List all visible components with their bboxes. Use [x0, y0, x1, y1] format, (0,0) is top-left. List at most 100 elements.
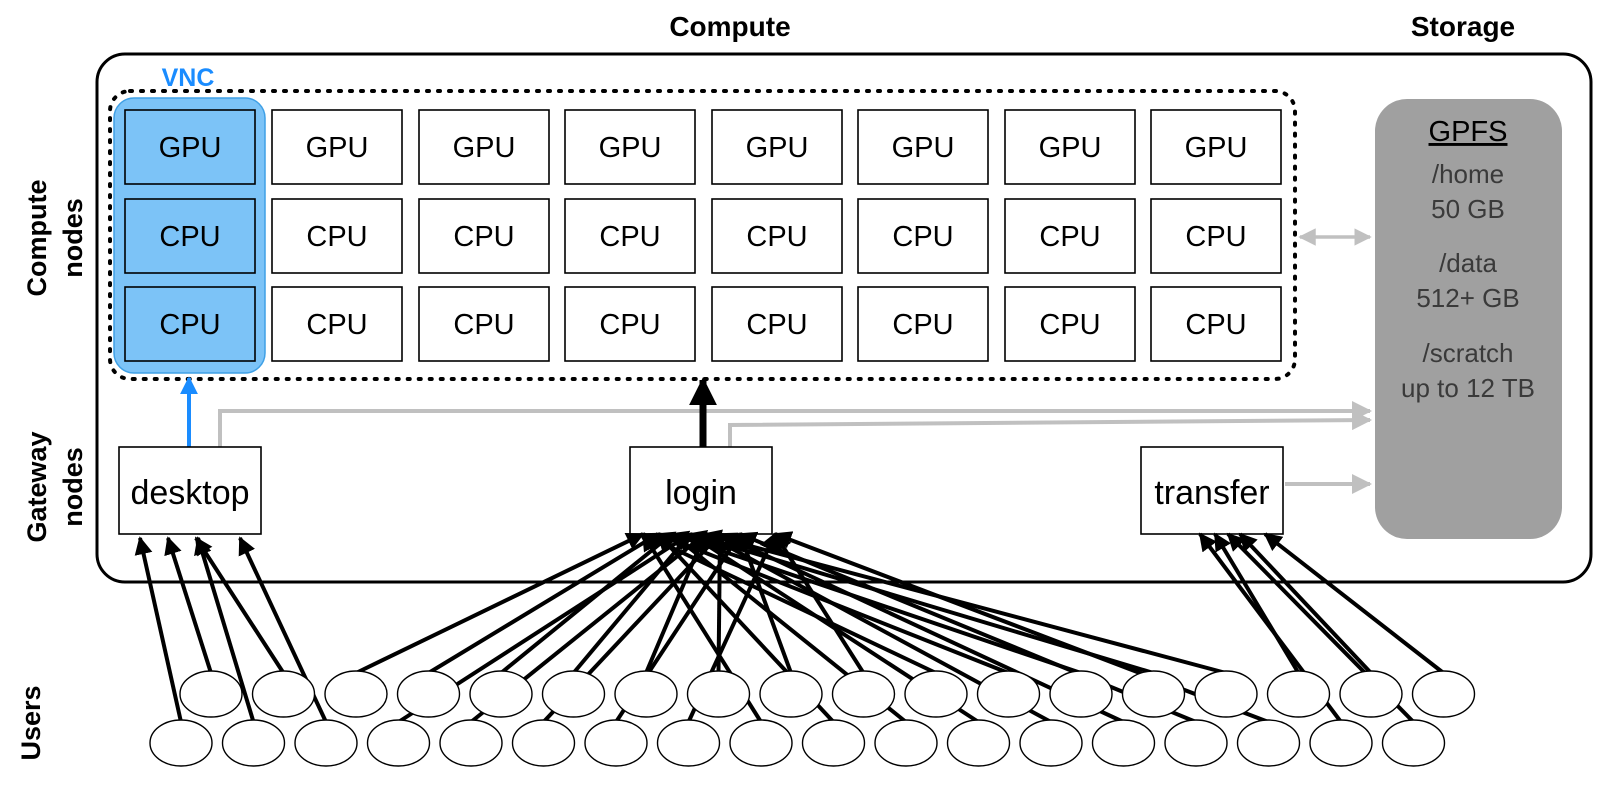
compute-node-label: GPU: [892, 132, 955, 164]
gateway-nodes-label-line2: nodes: [58, 447, 88, 527]
user-node: [221, 719, 286, 767]
user-node: [324, 670, 388, 718]
compute-node: CPU: [124, 198, 256, 274]
user-node: [1381, 719, 1446, 767]
compute-node-label: GPU: [1039, 132, 1102, 164]
user-node: [149, 719, 213, 767]
user-node: [439, 719, 503, 767]
compute-node-label: CPU: [892, 309, 953, 341]
compute-node-box: [857, 198, 989, 274]
user-node: [1164, 719, 1228, 767]
storage-scratch-quota: up to 12 TB: [1401, 373, 1535, 403]
compute-node-box: [1150, 109, 1282, 185]
user-node: [759, 670, 823, 718]
user-node: [366, 719, 431, 767]
gateway-nodes-label-line1: Gateway: [22, 431, 52, 542]
storage-home-quota: 50 GB: [1431, 194, 1505, 224]
login-label: login: [665, 474, 737, 512]
user-node: [294, 719, 358, 767]
user-node: [1266, 670, 1331, 718]
compute-node-label: CPU: [892, 221, 953, 253]
compute-node-box: [418, 286, 550, 362]
compute-node-box: [124, 109, 256, 185]
compute-node-label: CPU: [599, 309, 660, 341]
user-connection-arrow: [1238, 532, 1373, 675]
compute-node-label: CPU: [453, 309, 514, 341]
compute-node-label: CPU: [159, 221, 220, 253]
compute-node: GPU: [857, 109, 989, 185]
user-node: [584, 719, 648, 767]
compute-node: GPU: [711, 109, 843, 185]
compute-node: CPU: [711, 286, 843, 362]
compute-node: GPU: [564, 109, 696, 185]
storage-data-quota: 512+ GB: [1416, 283, 1519, 313]
compute-node-box: [857, 109, 989, 185]
compute-node-label: CPU: [1185, 309, 1246, 341]
user-node: [541, 670, 606, 718]
compute-node: CPU: [271, 286, 403, 362]
user-nodes: [149, 670, 1476, 767]
compute-node-label: CPU: [746, 309, 807, 341]
compute-node-box: [1004, 109, 1136, 185]
compute-node-label: GPU: [1185, 132, 1248, 164]
compute-node-box: [1150, 286, 1282, 362]
compute-node-box: [711, 286, 843, 362]
compute-node-label: CPU: [453, 221, 514, 253]
compute-node-box: [124, 198, 256, 274]
compute-node-label: CPU: [1185, 221, 1246, 253]
user-node: [1121, 670, 1186, 718]
compute-nodes-label-line2: nodes: [58, 198, 88, 278]
compute-node-label: GPU: [746, 132, 809, 164]
compute-node-box: [271, 286, 403, 362]
compute-header: Compute: [669, 11, 790, 42]
vnc-highlight: [113, 97, 266, 374]
compute-node: CPU: [564, 286, 696, 362]
compute-node-label: CPU: [306, 221, 367, 253]
compute-node-label: GPU: [306, 132, 369, 164]
compute-node: CPU: [418, 198, 550, 274]
compute-node: CPU: [271, 198, 403, 274]
user-connection-arrow: [571, 532, 692, 675]
compute-node-box: [564, 286, 696, 362]
storage-header: Storage: [1411, 11, 1515, 42]
user-node: [1194, 670, 1258, 718]
compute-node: GPU: [1004, 109, 1136, 185]
user-connection-arrow: [1263, 532, 1445, 675]
user-connection-arrow: [134, 536, 183, 723]
user-connection-arrow: [164, 536, 213, 674]
compute-node-label: GPU: [159, 132, 222, 164]
compute-node-box: [857, 286, 989, 362]
compute-node-box: [711, 109, 843, 185]
desktop-gateway-node: [118, 446, 262, 535]
compute-node: CPU: [1004, 198, 1136, 274]
compute-node-box: [564, 198, 696, 274]
compute-node-label: GPU: [453, 132, 516, 164]
user-connection-arrow: [194, 536, 286, 675]
compute-node-label: CPU: [159, 309, 220, 341]
compute-node-label: CPU: [1039, 221, 1100, 253]
compute-node-box: [1150, 198, 1282, 274]
compute-node: CPU: [1150, 198, 1282, 274]
compute-nodes-side-label: Compute nodes: [22, 180, 88, 297]
user-connection-arrow: [773, 531, 1270, 724]
user-connection-arrow: [670, 530, 1082, 675]
storage-data-path: /data: [1439, 248, 1497, 278]
compute-node: CPU: [1004, 286, 1136, 362]
users-side-label: Users: [16, 685, 46, 760]
user-node: [179, 670, 243, 718]
compute-node-box: [418, 109, 550, 185]
compute-node-label: CPU: [599, 221, 660, 253]
desktop-label: desktop: [130, 474, 249, 512]
user-node: [251, 670, 316, 718]
user-node: [396, 670, 461, 718]
compute-node-box: [418, 198, 550, 274]
user-node: [801, 719, 866, 767]
user-connection-arrow: [427, 532, 660, 675]
user-node: [976, 670, 1041, 718]
user-node: [511, 719, 576, 767]
compute-node-box: [124, 286, 256, 362]
user-connection-arrow: [641, 532, 937, 675]
compute-node-label: GPU: [599, 132, 662, 164]
login-to-storage-arrow: [728, 410, 1372, 447]
